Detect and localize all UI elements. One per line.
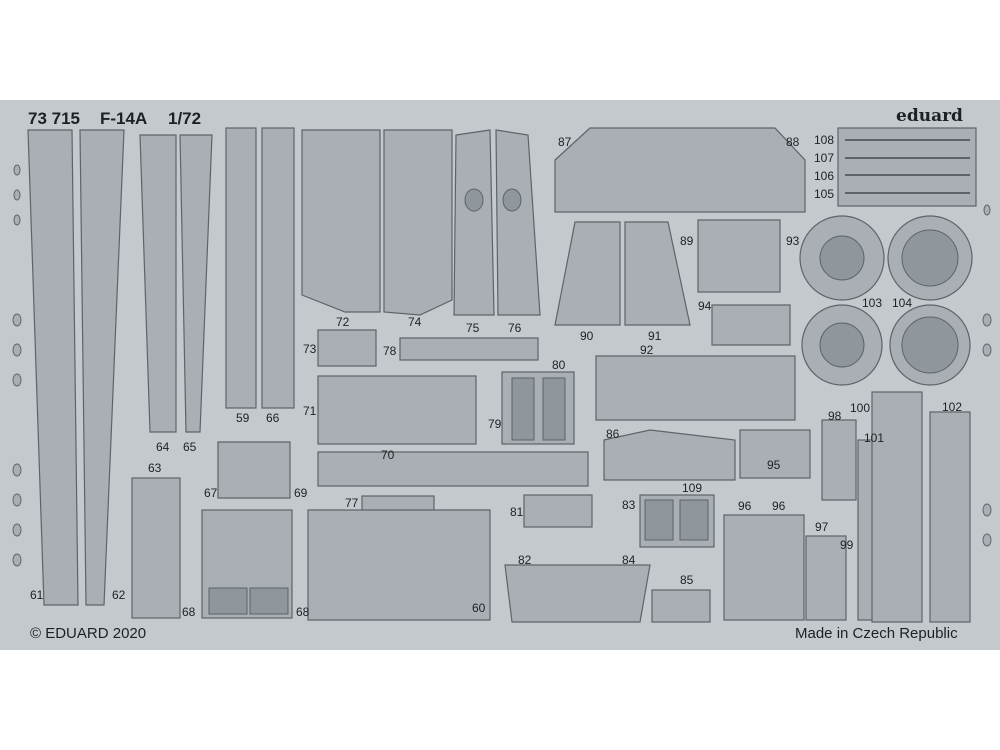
part-number: 63 bbox=[148, 461, 162, 475]
part-number: 73 bbox=[303, 342, 317, 356]
part-number: 85 bbox=[680, 573, 694, 587]
set-number: 73 715 bbox=[28, 109, 80, 128]
part-number: 98 bbox=[828, 409, 842, 423]
part-number: 72 bbox=[336, 315, 350, 329]
part-number: 94 bbox=[698, 299, 712, 313]
part-62-panel bbox=[79, 129, 125, 606]
part-number: 68 bbox=[296, 605, 310, 619]
part-number: 96 bbox=[738, 499, 752, 513]
part-66-strip bbox=[261, 127, 295, 409]
part-number: 109 bbox=[682, 481, 703, 495]
part-number: 77 bbox=[345, 496, 359, 510]
part-98 bbox=[821, 419, 857, 501]
part-number: 69 bbox=[294, 486, 308, 500]
part-number: 84 bbox=[622, 553, 636, 567]
part-number: 96 bbox=[772, 499, 786, 513]
part-73 bbox=[317, 329, 377, 367]
part-number: 102 bbox=[942, 400, 963, 414]
part-number: 100 bbox=[850, 401, 871, 415]
part-96 bbox=[723, 514, 805, 621]
part-number: 60 bbox=[472, 601, 486, 615]
part-number: 59 bbox=[236, 411, 250, 425]
part-number: 65 bbox=[183, 440, 197, 454]
part-number: 95 bbox=[767, 458, 781, 472]
part-number: 89 bbox=[680, 234, 694, 248]
part-number: 66 bbox=[266, 411, 280, 425]
part-number: 67 bbox=[204, 486, 218, 500]
part-number: 106 bbox=[814, 169, 835, 183]
copyright-label: © EDUARD 2020 bbox=[30, 625, 147, 642]
part-97 bbox=[805, 535, 847, 621]
part-65-strip bbox=[179, 134, 213, 433]
part-85 bbox=[651, 589, 711, 623]
part-number: 81 bbox=[510, 505, 524, 519]
part-59-strip bbox=[225, 127, 257, 409]
part-75-panel bbox=[453, 129, 495, 316]
part-90 bbox=[554, 221, 621, 326]
part-91 bbox=[624, 221, 691, 326]
part-number: 105 bbox=[814, 187, 835, 201]
part-87-88 bbox=[554, 127, 806, 213]
part-number: 82 bbox=[518, 553, 532, 567]
part-number: 90 bbox=[580, 329, 594, 343]
part-number: 93 bbox=[786, 234, 800, 248]
part-number: 75 bbox=[466, 321, 480, 335]
part-100 bbox=[871, 391, 923, 623]
part-95 bbox=[739, 429, 811, 479]
part-70 bbox=[317, 451, 589, 487]
part-number: 107 bbox=[814, 151, 835, 165]
part-number: 71 bbox=[303, 404, 317, 418]
part-number: 70 bbox=[381, 448, 395, 462]
part-number: 101 bbox=[864, 431, 885, 445]
part-number: 78 bbox=[383, 344, 397, 358]
part-89-93 bbox=[697, 219, 781, 293]
part-number: 87 bbox=[558, 135, 572, 149]
part-number: 79 bbox=[488, 417, 502, 431]
aircraft-name: F-14A bbox=[100, 109, 148, 128]
part-number: 99 bbox=[840, 538, 854, 552]
part-number: 97 bbox=[815, 520, 829, 534]
part-number: 92 bbox=[640, 343, 654, 357]
part-94 bbox=[711, 304, 791, 346]
part-60 bbox=[307, 509, 491, 621]
part-number: 103 bbox=[862, 296, 883, 310]
part-72-panel bbox=[301, 129, 381, 313]
part-number: 88 bbox=[786, 135, 800, 149]
part-102 bbox=[929, 411, 971, 623]
part-76-panel bbox=[495, 129, 541, 316]
part-number: 61 bbox=[30, 588, 44, 602]
part-number: 80 bbox=[552, 358, 566, 372]
part-number: 104 bbox=[892, 296, 913, 310]
origin-label: Made in Czech Republic bbox=[795, 625, 958, 642]
part-number: 74 bbox=[408, 315, 422, 329]
part-number: 62 bbox=[112, 588, 126, 602]
part-number: 86 bbox=[606, 427, 620, 441]
part-number: 76 bbox=[508, 321, 522, 335]
part-number: 91 bbox=[648, 329, 662, 343]
part-71 bbox=[317, 375, 477, 445]
part-81 bbox=[523, 494, 593, 528]
part-number: 68 bbox=[182, 605, 196, 619]
part-63 bbox=[131, 477, 181, 619]
part-92 bbox=[595, 355, 796, 421]
part-number: 83 bbox=[622, 498, 636, 512]
part-61-panel bbox=[27, 129, 79, 606]
scale-label: 1/72 bbox=[168, 109, 202, 128]
part-number: 108 bbox=[814, 133, 835, 147]
part-74-panel bbox=[383, 129, 453, 316]
brand-logo: eduard bbox=[896, 106, 963, 126]
part-67-69 bbox=[217, 441, 291, 499]
part-86 bbox=[603, 429, 736, 481]
part-82-84 bbox=[504, 564, 651, 623]
part-78 bbox=[399, 337, 539, 361]
part-number: 64 bbox=[156, 440, 170, 454]
part-64-strip bbox=[139, 134, 177, 433]
